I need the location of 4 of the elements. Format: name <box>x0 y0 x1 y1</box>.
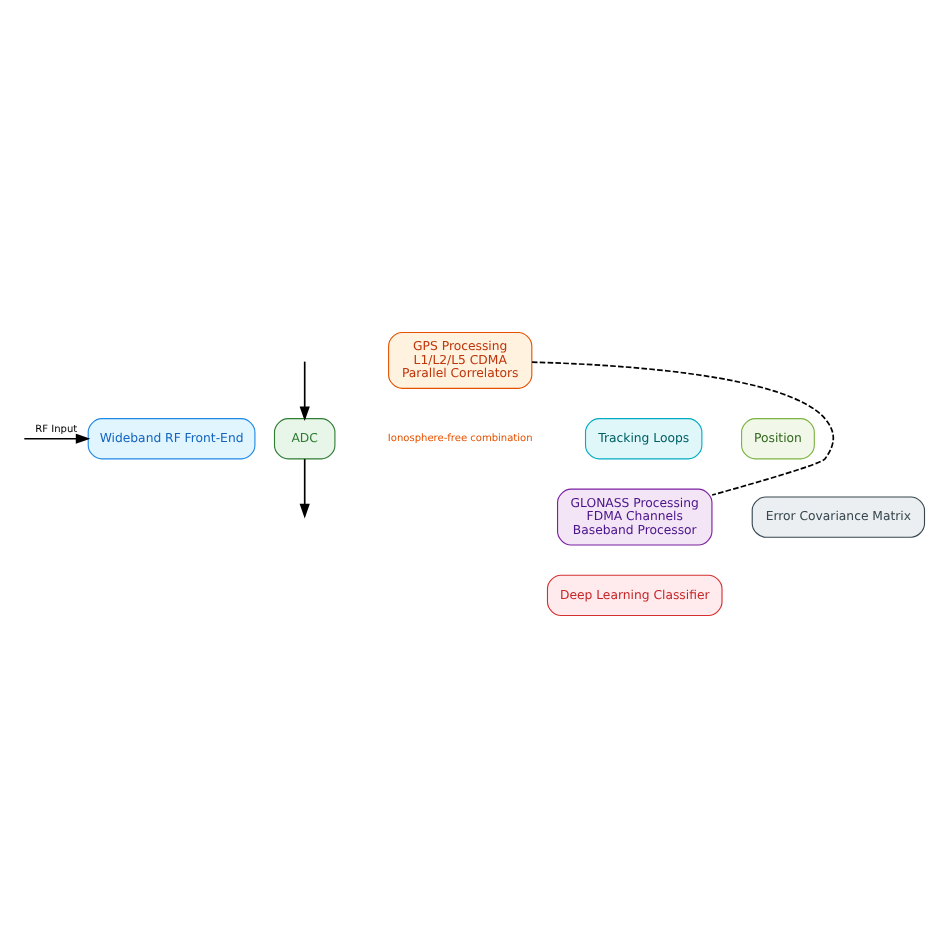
arrow <box>23 433 91 444</box>
connector <box>531 361 835 496</box>
arrow <box>299 360 310 422</box>
arrow <box>299 458 310 519</box>
